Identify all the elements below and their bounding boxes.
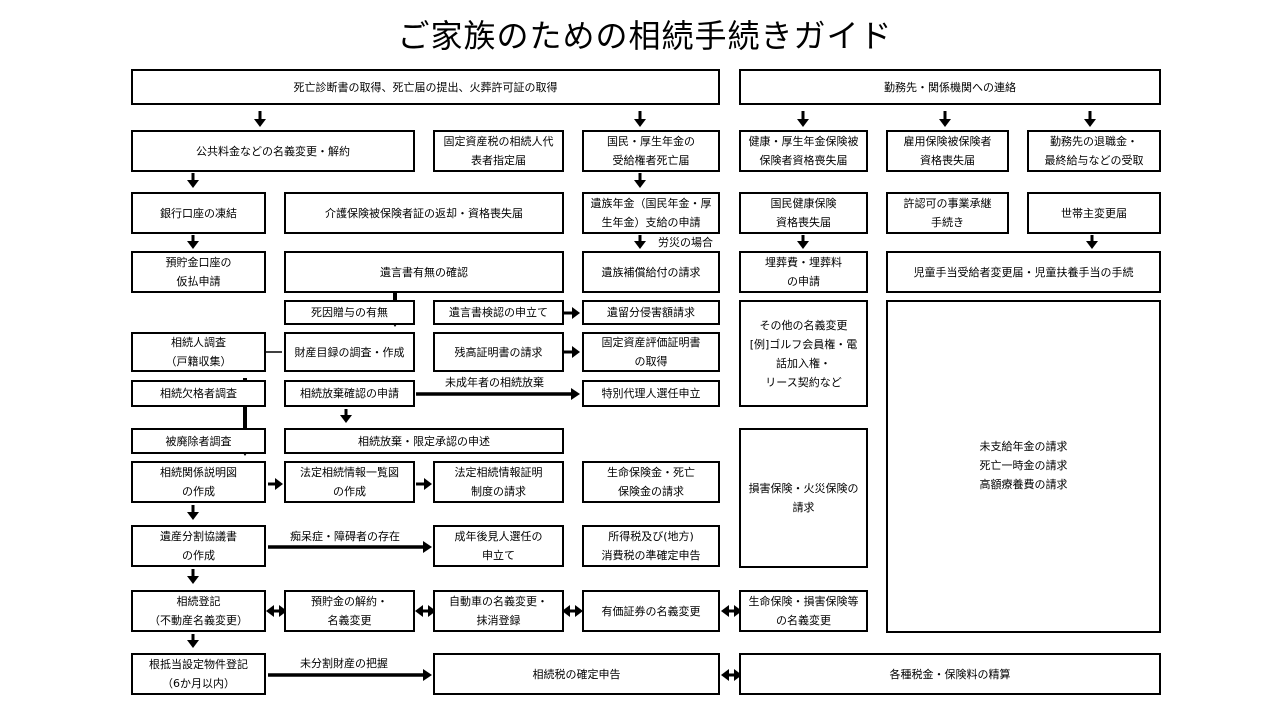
down-arrow-icon [187,235,199,249]
unpartitioned-note: 未分割財産の把握 [300,657,388,670]
employment-insurance-loss-box: 雇用保険被保険者 資格喪失届 [886,130,1009,172]
page-title: ご家族のための相続手続きガイド [397,17,893,55]
renunciation-limited-box: 相続放棄・限定承認の申述 [284,428,564,454]
down-arrow-icon [634,111,646,127]
down-arrow-icon [254,111,266,127]
balance-certificate-box: 残高証明書の請求 [433,332,564,372]
householder-change-box: 世帯主変更届 [1027,192,1161,234]
down-arrow-icon [939,111,951,127]
care-insurance-return-box: 介護保険被保険者証の返却・資格喪失届 [284,192,564,234]
down-arrow-icon [634,235,646,249]
minor-renunciation-note: 未成年者の相続放棄 [445,376,544,389]
down-arrow-icon [187,634,199,648]
double-arrow-icon [415,605,436,617]
heir-survey-box: 相続人調査 （戸籍収集） [131,332,266,372]
down-arrow-icon [797,235,809,249]
double-arrow-icon [562,605,583,617]
relationship-chart-box: 相続関係説明図 の作成 [131,461,266,503]
partition-agreement-box: 遺産分割協議書 の作成 [131,525,266,567]
special-agent-box: 特別代理人選任申立 [582,380,720,407]
survivor-compensation-box: 遺族補償給付の請求 [582,251,720,293]
dementia-note: 痴呆症・障碍者の存在 [290,530,400,543]
double-arrow-icon [266,605,287,617]
asset-list-survey-box: 財産目録の調査・作成 [284,332,415,372]
income-tax-box: 所得税及び(地方) 消費税の準確定申告 [582,525,720,567]
child-allowance-box: 児童手当受給者変更届・児童扶養手当の手続 [886,251,1161,293]
disinherited-survey-box: 被廃除者調査 [131,428,266,454]
will-check-box: 遺言書有無の確認 [284,251,564,293]
other-name-change-box: その他の名義変更 [例]ゴルフ会員権・電 話加入権・ リース契約など [739,300,868,407]
health-insurance-loss-box: 健康・厚生年金保険被 保険者資格喪失届 [739,130,868,172]
tax-settlement-box: 各種税金・保険料の精算 [739,653,1161,695]
down-arrow-icon [634,173,646,188]
legal-heir-map-box: 法定相続情報一覧図 の作成 [284,461,415,503]
survivor-pension-box: 遺族年金（国民年金・厚 生年金）支給の申請 [582,192,720,234]
down-arrow-icon [187,505,199,520]
will-probate-box: 遺言書検認の申立て [433,300,564,325]
pension-claims-text: 未支給年金の請求 死亡一時金の請求 高額療養費の請求 [979,439,1068,491]
gift-check-box: 死因贈与の有無 [284,300,415,325]
car-change-box: 自動車の名義変更・ 抹消登録 [433,590,564,632]
mortgage-cancel-box: 根抵当設定物件登記 （6か月以内） [131,653,266,695]
down-arrow-icon [1084,111,1096,127]
life-insurance-change-box: 生命保険・損害保険等 の名義変更 [739,590,868,632]
business-succession-box: 許認可の事業承継 手続き [886,192,1009,234]
down-arrow-icon [187,569,199,584]
right-arrow-icon [564,307,580,319]
down-arrow-icon [1086,235,1098,249]
death-certificate-box: 死亡診断書の取得、死亡届の提出、火葬許可証の取得 [131,69,720,105]
life-insurance-claim-box: 生命保険金・死亡 保険金の請求 [582,461,720,503]
securities-change-box: 有価証券の名義変更 [582,590,720,632]
reserved-portion-box: 遺留分侵害額請求 [582,300,720,325]
retirement-pay-box: 勤務先の退職金・ 最終給与などの受取 [1027,130,1161,172]
labor-accident-note: 労災の場合 [658,236,713,249]
renunciation-check-box: 相続放棄確認の申請 [284,380,415,407]
right-arrow-icon [268,541,432,553]
utility-change-box: 公共料金などの名義変更・解約 [131,130,415,172]
guardian-box: 成年後見人選任の 申立て [433,525,564,567]
inheritance-registration-box: 相続登記 （不動産名義変更） [131,590,266,632]
bank-freeze-box: 銀行口座の凍結 [131,192,266,234]
pension-death-notice-box: 国民・厚生年金の 受給権者死亡届 [582,130,720,172]
nhi-loss-box: 国民健康保険 資格喪失届 [739,192,868,234]
double-arrow-icon [721,605,742,617]
provisional-withdrawal-box: 預貯金口座の 仮払申請 [131,251,266,293]
disqualified-survey-box: 相続欠格者調査 [131,380,266,407]
down-arrow-icon [187,173,199,188]
right-arrow-icon [268,669,432,681]
fixed-asset-certificate-box: 固定資産評価証明書 の取得 [582,332,720,372]
employer-contact-box: 勤務先・関係機関への連絡 [739,69,1161,105]
right-arrow-icon [564,346,580,358]
inheritance-tax-box: 相続税の確定申告 [433,653,720,695]
right-arrow-icon [416,388,580,400]
double-arrow-icon [721,669,742,681]
deposit-cancel-box: 預貯金の解約・ 名義変更 [284,590,415,632]
right-arrow-icon [416,478,432,490]
property-insurance-claim-box: 損害保険・火災保険の 請求 [739,428,868,568]
legal-heir-certificate-box: 法定相続情報証明 制度の請求 [433,461,564,503]
down-arrow-icon [797,111,809,127]
funeral-cost-box: 埋葬費・埋葬料 の申請 [739,251,868,293]
down-arrow-icon [340,409,352,423]
fixed-asset-representative-box: 固定資産税の相続人代 表者指定届 [433,130,564,172]
right-panel-upper-box [886,300,1161,633]
right-arrow-icon [268,478,283,490]
